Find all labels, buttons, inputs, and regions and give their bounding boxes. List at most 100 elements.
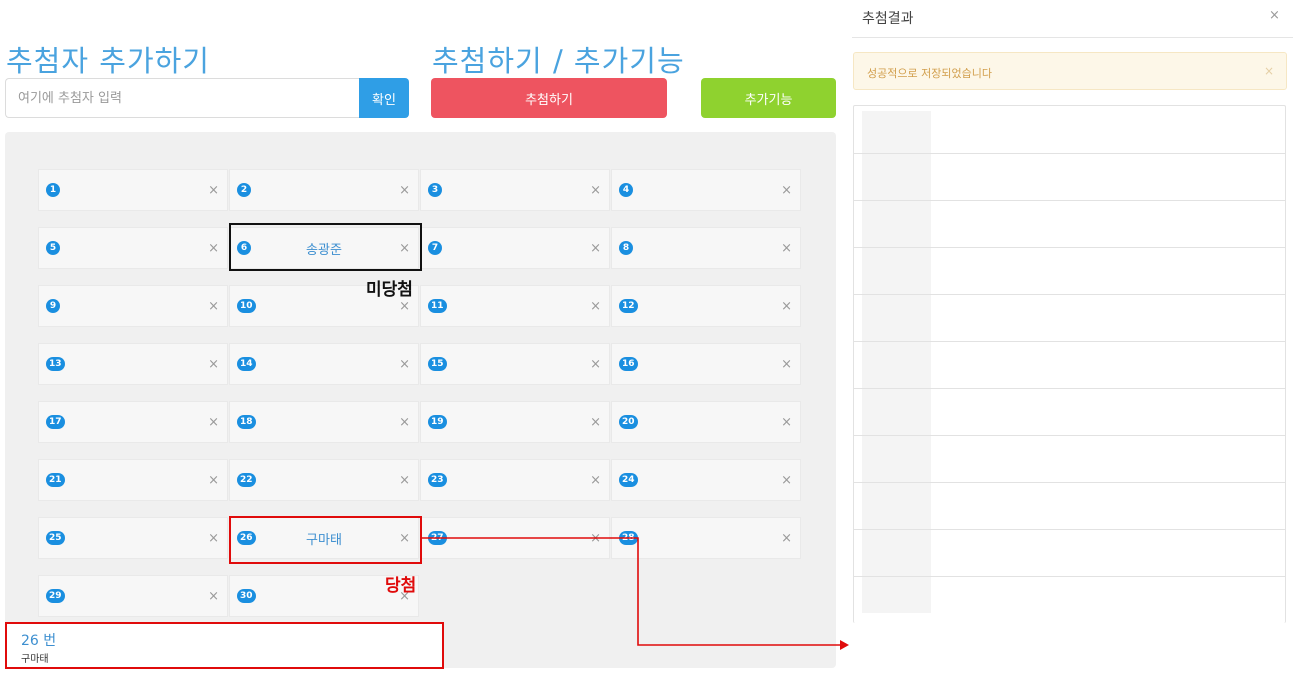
participant-number-badge: 6 xyxy=(237,241,251,255)
result-row-divider xyxy=(854,247,1285,248)
participant-cell[interactable]: 3× xyxy=(420,169,610,211)
remove-participant-icon[interactable]: × xyxy=(208,473,219,488)
remove-participant-icon[interactable]: × xyxy=(590,241,601,256)
participant-cell[interactable]: 28× xyxy=(611,517,801,559)
remove-participant-icon[interactable]: × xyxy=(399,415,410,430)
remove-participant-icon[interactable]: × xyxy=(590,183,601,198)
remove-participant-icon[interactable]: × xyxy=(208,531,219,546)
participant-name xyxy=(421,228,609,268)
participant-name xyxy=(39,460,227,500)
participant-name xyxy=(612,286,800,326)
participant-input-wrapper xyxy=(5,78,359,118)
remove-participant-icon[interactable]: × xyxy=(399,241,410,256)
participant-number-badge: 22 xyxy=(237,473,256,487)
confirm-button[interactable]: 확인 xyxy=(359,78,409,118)
panel-close-icon[interactable]: × xyxy=(1269,8,1280,23)
participant-cell[interactable]: 1× xyxy=(38,169,228,211)
remove-participant-icon[interactable]: × xyxy=(208,183,219,198)
result-item[interactable]: 26 번 구마태 xyxy=(5,622,444,669)
participant-name xyxy=(230,402,418,442)
remove-participant-icon[interactable]: × xyxy=(781,357,792,372)
participant-number-badge: 18 xyxy=(237,415,256,429)
participant-name xyxy=(612,460,800,500)
participant-cell[interactable]: 8× xyxy=(611,227,801,269)
participant-cell[interactable]: 11× xyxy=(420,285,610,327)
participant-number-badge: 4 xyxy=(619,183,633,197)
participant-cell[interactable]: 14× xyxy=(229,343,419,385)
participant-cell[interactable]: 15× xyxy=(420,343,610,385)
draw-button[interactable]: 추첨하기 xyxy=(431,78,667,118)
result-row-divider xyxy=(854,294,1285,295)
remove-participant-icon[interactable]: × xyxy=(781,183,792,198)
participant-name xyxy=(421,460,609,500)
remove-participant-icon[interactable]: × xyxy=(208,415,219,430)
participant-name xyxy=(39,402,227,442)
participant-name xyxy=(230,170,418,210)
remove-participant-icon[interactable]: × xyxy=(590,473,601,488)
alert-message: 성공적으로 저장되었습니다 xyxy=(867,67,992,80)
remove-participant-icon[interactable]: × xyxy=(781,415,792,430)
participant-name xyxy=(39,170,227,210)
participant-input[interactable] xyxy=(6,79,359,117)
remove-participant-icon[interactable]: × xyxy=(781,473,792,488)
remove-participant-icon[interactable]: × xyxy=(208,241,219,256)
participant-name xyxy=(612,402,800,442)
participant-cell[interactable]: 12× xyxy=(611,285,801,327)
remove-participant-icon[interactable]: × xyxy=(781,531,792,546)
remove-participant-icon[interactable]: × xyxy=(399,357,410,372)
participant-cell[interactable]: 16× xyxy=(611,343,801,385)
alert-close-icon[interactable]: × xyxy=(1263,64,1274,78)
remove-participant-icon[interactable]: × xyxy=(781,299,792,314)
participant-cell[interactable]: 21× xyxy=(38,459,228,501)
result-row-divider xyxy=(854,576,1285,577)
participant-cell[interactable]: 20× xyxy=(611,401,801,443)
participant-number-badge: 17 xyxy=(46,415,65,429)
results-placeholder-column xyxy=(862,111,931,613)
participant-cell[interactable]: 30× xyxy=(229,575,419,617)
participant-cell[interactable]: 23× xyxy=(420,459,610,501)
remove-participant-icon[interactable]: × xyxy=(208,357,219,372)
result-row-divider xyxy=(854,435,1285,436)
remove-participant-icon[interactable]: × xyxy=(399,299,410,314)
participant-cell[interactable]: 7× xyxy=(420,227,610,269)
remove-participant-icon[interactable]: × xyxy=(399,473,410,488)
remove-participant-icon[interactable]: × xyxy=(399,531,410,546)
participant-name xyxy=(230,460,418,500)
participant-cell[interactable]: 13× xyxy=(38,343,228,385)
draw-result-panel: 추첨결과 × 성공적으로 저장되었습니다 × xyxy=(846,0,1293,674)
participant-number-badge: 24 xyxy=(619,473,638,487)
remove-participant-icon[interactable]: × xyxy=(590,415,601,430)
add-participant-title: 추첨자 추가하기 xyxy=(6,44,210,78)
remove-participant-icon[interactable]: × xyxy=(208,589,219,604)
participant-number-badge: 26 xyxy=(237,531,256,545)
participant-cell[interactable]: 18 × xyxy=(229,401,419,443)
participant-cell[interactable]: 10× xyxy=(229,285,419,327)
participant-cell[interactable]: 9× xyxy=(38,285,228,327)
participant-number-badge: 2 xyxy=(237,183,251,197)
participant-cell[interactable]: 5× xyxy=(38,227,228,269)
participant-name xyxy=(39,518,227,558)
remove-participant-icon[interactable]: × xyxy=(590,357,601,372)
participant-cell[interactable]: 17 × xyxy=(38,401,228,443)
remove-participant-icon[interactable]: × xyxy=(208,299,219,314)
participant-name xyxy=(39,344,227,384)
extra-features-button[interactable]: 추가기능 xyxy=(701,78,836,118)
remove-participant-icon[interactable]: × xyxy=(590,299,601,314)
remove-participant-icon[interactable]: × xyxy=(399,589,410,604)
remove-participant-icon[interactable]: × xyxy=(399,183,410,198)
participant-number-badge: 29 xyxy=(46,589,65,603)
participant-cell[interactable]: 2× xyxy=(229,169,419,211)
participant-cell[interactable]: 27× xyxy=(420,517,610,559)
participant-cell[interactable]: 19× xyxy=(420,401,610,443)
participant-cell[interactable]: 29 × xyxy=(38,575,228,617)
remove-participant-icon[interactable]: × xyxy=(590,531,601,546)
participant-name xyxy=(612,518,800,558)
participant-cell[interactable]: 24 × xyxy=(611,459,801,501)
participant-cell[interactable]: 4× xyxy=(611,169,801,211)
remove-participant-icon[interactable]: × xyxy=(781,241,792,256)
participant-cell[interactable]: 25× xyxy=(38,517,228,559)
participant-cell[interactable]: 22 × xyxy=(229,459,419,501)
participant-name xyxy=(39,286,227,326)
